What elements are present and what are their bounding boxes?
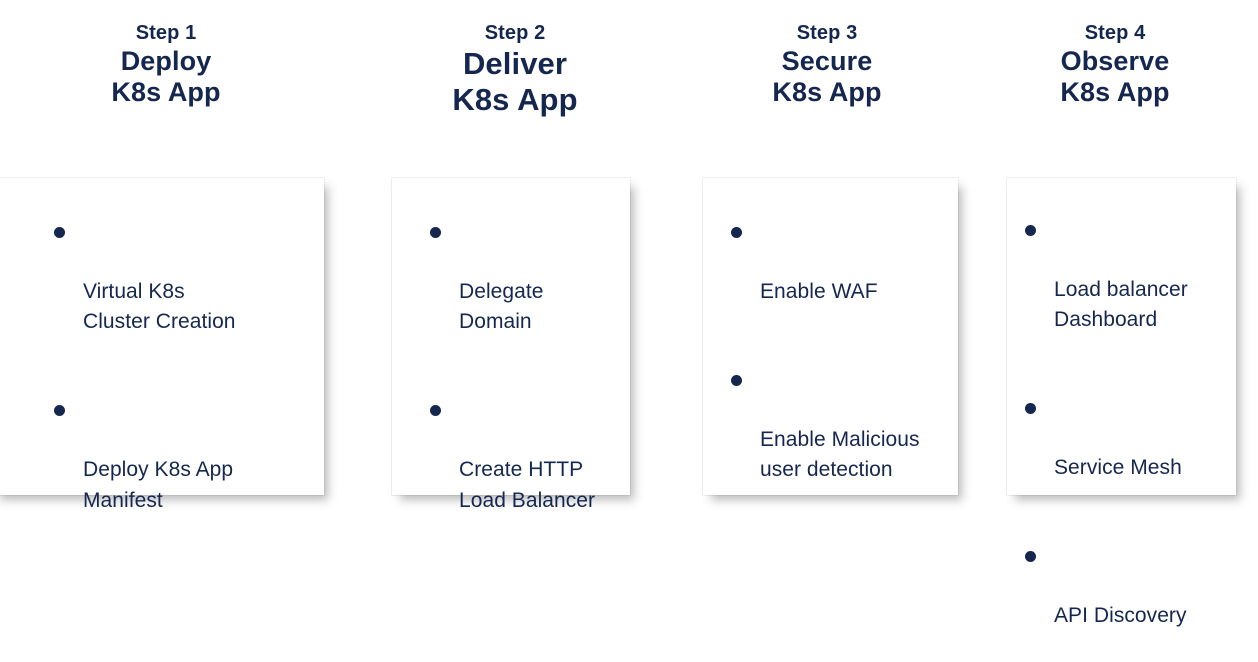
step-card-3: Enable WAF Enable Malicious user detecti… — [703, 178, 958, 495]
bullet-text: Enable WAF — [760, 279, 878, 303]
bullet-list-2: Delegate Domain Create HTTP Load Balance… — [426, 216, 626, 546]
step-label-1: Step 1 — [135, 22, 197, 44]
bullet-dot-icon — [430, 227, 441, 238]
step-heading-1: Step 1 Deploy K8s App — [0, 22, 332, 109]
step-label-3: Step 3 — [796, 22, 858, 44]
step-action-3: Secure — [781, 45, 873, 76]
list-item: API Discovery — [1021, 540, 1231, 662]
step-object-3: K8s App — [772, 77, 882, 108]
bullet-text: Delegate Domain — [459, 279, 544, 334]
step-label-2: Step 2 — [484, 22, 546, 44]
bullet-text: Create HTTP Load Balancer — [459, 458, 596, 512]
list-item: Virtual K8s Cluster Creation — [50, 216, 300, 368]
list-item: Deploy K8s App Manifest — [50, 394, 300, 546]
bullet-list-1: Virtual K8s Cluster Creation Deploy K8s … — [50, 216, 300, 546]
step-action-2: Deliver — [462, 45, 568, 81]
step-column-4: Step 4 Observe K8s App Load balancer Das… — [1000, 0, 1236, 627]
list-item: Enable WAF — [727, 216, 947, 338]
bullet-dot-icon — [731, 227, 742, 238]
step-action-1: Deploy — [120, 45, 212, 76]
list-item: Service Mesh — [1021, 392, 1231, 514]
step-object-1: K8s App — [111, 77, 221, 108]
bullet-text: Load balancer Dashboard — [1054, 277, 1188, 332]
step-card-2: Delegate Domain Create HTTP Load Balance… — [392, 178, 630, 512]
bullet-dot-icon — [54, 227, 65, 238]
bullet-text: Enable Malicious user detection — [760, 427, 920, 482]
list-item: Load balancer Dashboard — [1021, 214, 1231, 366]
step-column-1: Step 1 Deploy K8s App Virtual K8s Cluste… — [0, 0, 332, 548]
step-heading-4: Step 4 Observe K8s App — [1000, 22, 1230, 109]
list-item: Create HTTP Load Balancer — [426, 394, 626, 546]
list-item: Enable Malicious user detection — [727, 364, 947, 516]
bullet-text: API Discovery — [1054, 603, 1187, 627]
bullet-text: Service Mesh — [1054, 456, 1182, 480]
step-object-4: K8s App — [1060, 77, 1170, 108]
step-object-2: K8s App — [452, 82, 578, 118]
step-label-4: Step 4 — [1084, 22, 1146, 44]
bullet-dot-icon — [1025, 550, 1036, 562]
bullet-dot-icon — [731, 374, 742, 386]
bullet-dot-icon — [1025, 225, 1036, 236]
bullet-dot-icon — [54, 405, 65, 417]
bullet-list-3: Enable WAF Enable Malicious user detecti… — [727, 216, 947, 516]
step-card-4: Load balancer Dashboard Service Mesh API… — [1007, 178, 1236, 627]
steps-board: Step 1 Deploy K8s App Virtual K8s Cluste… — [0, 0, 1236, 627]
step-heading-2: Step 2 Deliver K8s App — [392, 22, 638, 119]
step-heading-3: Step 3 Secure K8s App — [703, 22, 951, 109]
bullet-dot-icon — [1025, 403, 1036, 415]
bullet-list-4: Load balancer Dashboard Service Mesh API… — [1021, 214, 1231, 662]
step-column-3: Step 3 Secure K8s App Enable WAF Enable … — [703, 0, 958, 548]
bullet-text: Virtual K8s Cluster Creation — [83, 279, 236, 334]
bullet-text: Deploy K8s App Manifest — [83, 458, 234, 512]
step-action-4: Observe — [1060, 45, 1170, 76]
list-item: Delegate Domain — [426, 216, 626, 368]
bullet-dot-icon — [430, 405, 441, 417]
step-column-2: Step 2 Deliver K8s App Delegate Domain C… — [392, 0, 638, 548]
step-card-1: Virtual K8s Cluster Creation Deploy K8s … — [0, 178, 324, 512]
